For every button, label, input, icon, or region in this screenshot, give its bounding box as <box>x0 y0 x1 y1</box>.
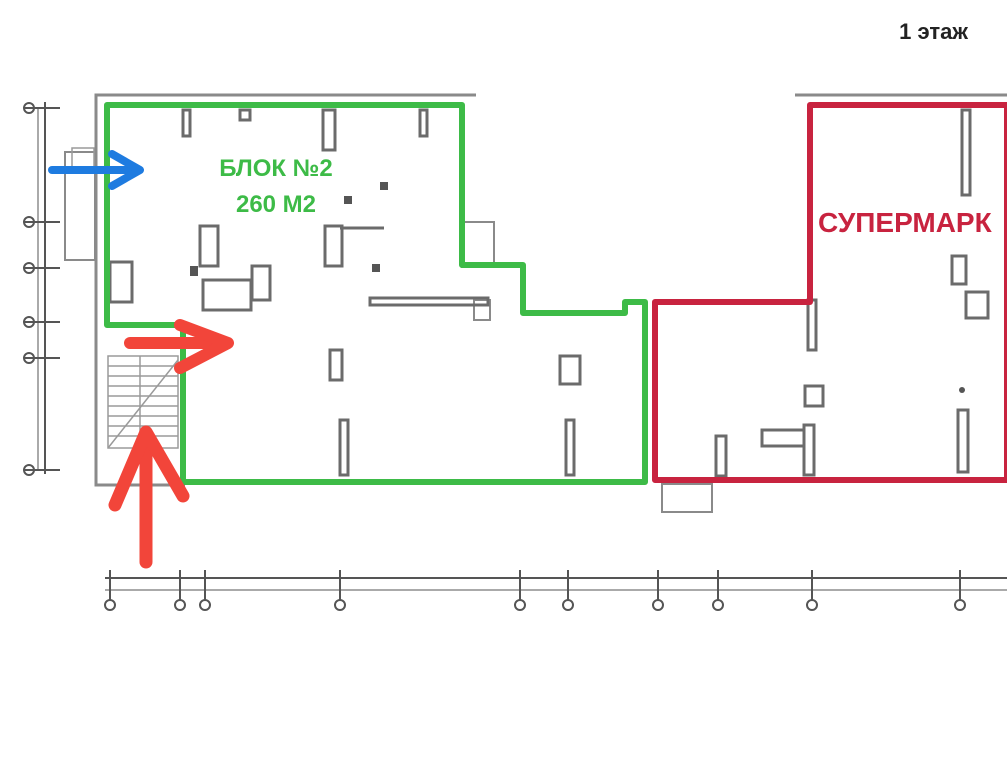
red-arrow-right-icon <box>124 319 234 374</box>
supermarket-outline <box>652 102 1007 483</box>
bottom-dimension-line <box>104 570 1007 611</box>
blue-arrow-icon <box>48 150 144 190</box>
block-area: 260 М2 <box>236 191 316 218</box>
block-title: БЛОК №2 <box>219 155 333 182</box>
floor-label: 1 этаж <box>899 19 968 44</box>
interior-columns <box>108 108 990 478</box>
red-arrow-up-icon <box>108 425 190 569</box>
small-column-marks <box>190 182 965 393</box>
building-walls <box>64 93 1007 513</box>
left-dimension-line <box>23 102 60 476</box>
supermarket-label: СУПЕРМАРК <box>818 207 993 238</box>
stairs <box>71 147 179 449</box>
block-2-outline <box>104 102 648 485</box>
